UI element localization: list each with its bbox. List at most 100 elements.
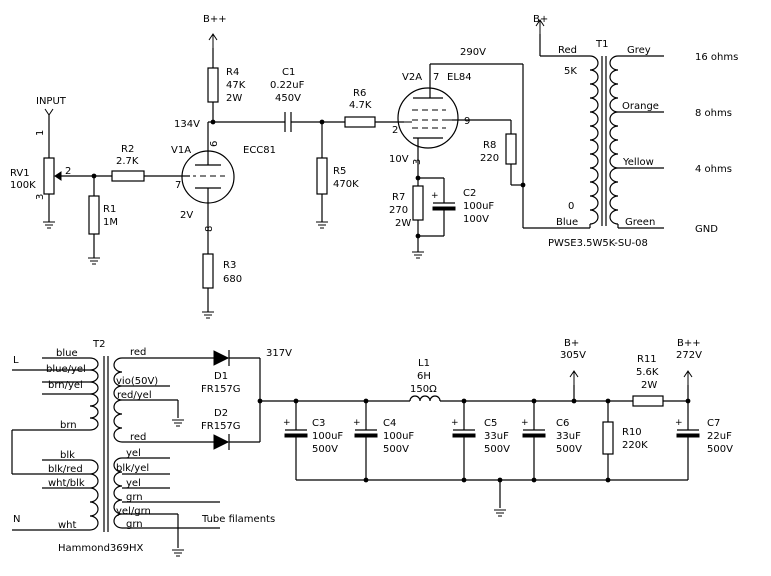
r4-value: 47K — [226, 80, 246, 91]
r4-label: R4 — [226, 67, 239, 78]
t2-sec-grn-2: grn — [126, 519, 143, 530]
v2a-plate-voltage: 290V — [460, 47, 486, 58]
t1-0: 0 — [568, 201, 574, 212]
v1a-type: ECC81 — [243, 145, 276, 156]
ground-symbol — [87, 257, 101, 265]
svg-text:2: 2 — [65, 166, 71, 177]
ground-symbol — [493, 509, 507, 517]
c3-capacitor — [282, 417, 308, 438]
svg-text:3: 3 — [412, 159, 423, 165]
r5-resistor — [316, 157, 328, 195]
out-16-ohms: 16 ohms — [695, 52, 738, 63]
t2-pri-blue: blue — [56, 348, 78, 359]
t1-5k: 5K — [564, 66, 577, 77]
t1-part: PWSE3.5W5K-SU-08 — [548, 238, 648, 249]
t2-sec-red-2: red — [130, 432, 146, 443]
ground-symbol — [201, 311, 215, 319]
c6-capacitor — [520, 417, 546, 438]
input-terminal — [44, 108, 54, 116]
svg-text:8: 8 — [204, 226, 215, 232]
c4-label: C4 — [383, 418, 396, 429]
r11-watt: 2W — [641, 380, 657, 391]
r2-value: 2.7K — [116, 156, 139, 167]
t2-sec-yel-grn: yel/grn — [116, 506, 151, 517]
r2-label: R2 — [121, 144, 134, 155]
rv1-value: 100K — [10, 180, 36, 191]
input-label: INPUT — [36, 96, 67, 107]
out-4-ohms: 4 ohms — [695, 164, 732, 175]
t2-sec-grn-1: grn — [126, 492, 143, 503]
psu-bpp-label: B++ — [677, 338, 701, 349]
r1-value: 1M — [103, 217, 118, 228]
t2-sec-blk-yel: blk/yel — [116, 463, 149, 474]
line-label: L — [13, 355, 19, 366]
svg-text:6: 6 — [209, 141, 220, 147]
rv1-potentiometer — [43, 157, 55, 195]
c6-label: C6 — [556, 418, 569, 429]
c2-label: C2 — [463, 188, 476, 199]
d2-diode — [213, 434, 230, 450]
svg-text:2: 2 — [392, 125, 398, 136]
r3-label: R3 — [223, 260, 236, 271]
r3-value: 680 — [223, 274, 242, 285]
r11-value: 5.6K — [636, 367, 659, 378]
v1a-cathode-voltage: 2V — [180, 210, 193, 221]
c7-label: C7 — [707, 418, 720, 429]
t1-grey: Grey — [627, 45, 651, 56]
r7-watt: 2W — [395, 218, 411, 229]
r5-label: R5 — [333, 166, 346, 177]
rv1-wiper-arrow — [54, 171, 62, 181]
v2a-label: V2A — [402, 72, 422, 83]
t2-pri-wht-blk: wht/blk — [48, 478, 85, 489]
t2-sec-red-1: red — [130, 347, 146, 358]
c5-capacitor — [450, 417, 476, 438]
r10-value: 220K — [622, 440, 648, 451]
c3-label: C3 — [312, 418, 325, 429]
c1-label: C1 — [282, 67, 295, 78]
r8-value: 220 — [480, 153, 499, 164]
ground-symbol — [315, 221, 329, 229]
d1-diode — [213, 350, 230, 366]
c3-value: 100uF — [312, 431, 343, 442]
r11-resistor — [632, 395, 664, 407]
t2-pri-blue-yel: blue/yel — [46, 364, 86, 375]
svg-text:1: 1 — [35, 130, 46, 136]
v2a-tube — [397, 87, 459, 149]
ground-symbol — [171, 419, 185, 427]
svg-text:7: 7 — [175, 180, 181, 191]
r7-label: R7 — [392, 192, 405, 203]
d2-type: FR157G — [201, 421, 241, 432]
c4-capacitor — [352, 417, 378, 438]
v2a-type: EL84 — [447, 72, 472, 83]
rv1-label: RV1 — [10, 168, 30, 179]
t2-pri-blk-red: blk/red — [48, 464, 83, 475]
r7-resistor — [412, 185, 424, 221]
bpp-arrow — [208, 33, 218, 49]
t2-sec-vio: vio(50V) — [116, 376, 158, 387]
svg-text:9: 9 — [464, 116, 470, 127]
t2-primary-winding — [89, 357, 99, 431]
t1-blue: Blue — [556, 217, 578, 228]
t2-pri-blk: blk — [60, 450, 75, 461]
ground-symbol — [42, 221, 56, 229]
t2-label: T2 — [92, 339, 105, 350]
c5-label: C5 — [484, 418, 497, 429]
r10-label: R10 — [622, 427, 642, 438]
t1-yellow: Yellow — [622, 157, 654, 168]
c7-value: 22uF — [707, 431, 732, 442]
c1-value: 0.22uF — [270, 80, 305, 91]
r6-value: 4.7K — [349, 100, 372, 111]
t1-secondary-winding — [609, 55, 619, 225]
l1-choke — [409, 395, 441, 402]
rectifier-voltage: 317V — [266, 348, 292, 359]
r10-resistor — [602, 421, 614, 455]
r6-label: R6 — [353, 88, 366, 99]
r8-label: R8 — [483, 140, 496, 151]
c5-voltage: 500V — [484, 444, 510, 455]
l1-label: L1 — [418, 358, 430, 369]
t2-part: Hammond369HX — [58, 543, 144, 554]
d1-label: D1 — [214, 371, 228, 382]
bpp-label: B++ — [203, 14, 227, 25]
svg-text:7: 7 — [433, 72, 439, 83]
